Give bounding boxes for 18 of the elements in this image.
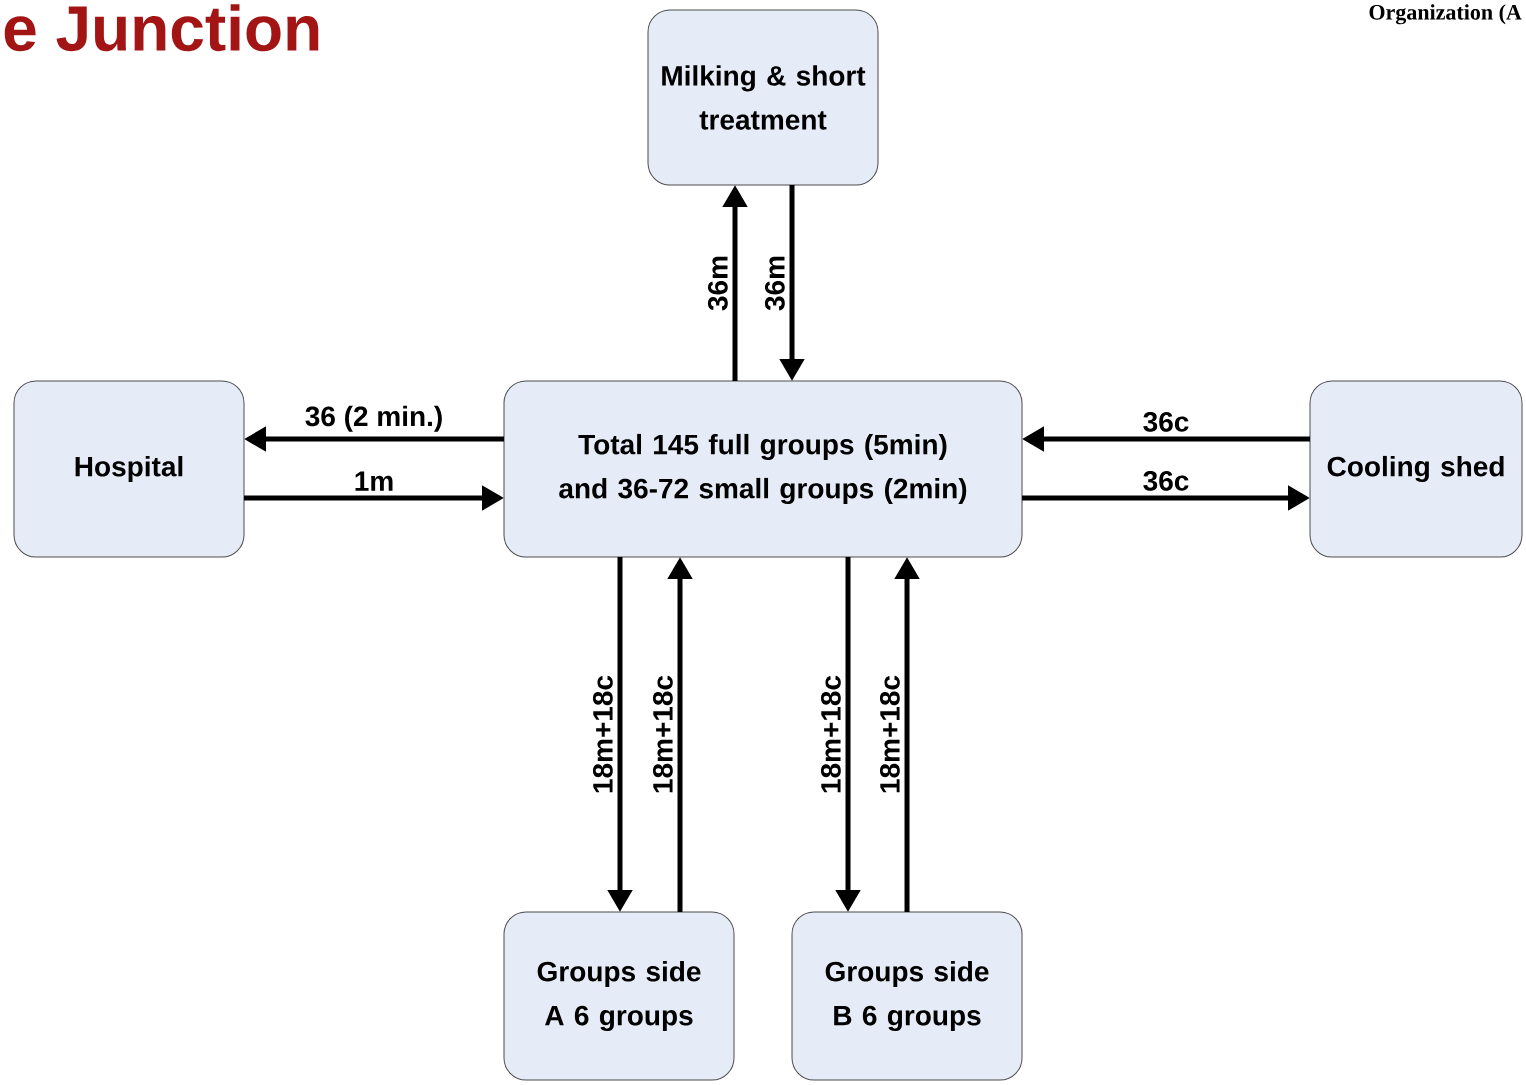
header-text: Organization (A bbox=[1369, 4, 1522, 25]
edge-label: 36m bbox=[764, 256, 785, 311]
process-box: Cooling shed bbox=[1309, 380, 1523, 558]
edge-label: 18m+18c bbox=[653, 675, 673, 793]
title-text: e Junction bbox=[4, 4, 319, 52]
edge-label: 36c bbox=[1143, 411, 1189, 432]
process-box: Milking & short treatment bbox=[647, 9, 879, 186]
edge-label: 36 (2 min.) bbox=[305, 405, 442, 432]
edge-label: 18m+18c bbox=[593, 675, 613, 793]
edge-label: 18m+18c bbox=[821, 675, 841, 793]
process-box: Groups side A 6 groups bbox=[503, 911, 735, 1081]
edge-label: 36c bbox=[1143, 470, 1189, 491]
process-box: Groups side B 6 groups bbox=[791, 911, 1023, 1081]
edge-label: 18m+18c bbox=[880, 675, 900, 793]
process-box: Total 145 full groups (5min) and 36-72 small groups (2min) bbox=[503, 380, 1023, 558]
process-box: Hospital bbox=[13, 380, 245, 558]
edge-label: 36m bbox=[707, 256, 728, 311]
edge-label: 1m bbox=[355, 471, 393, 491]
